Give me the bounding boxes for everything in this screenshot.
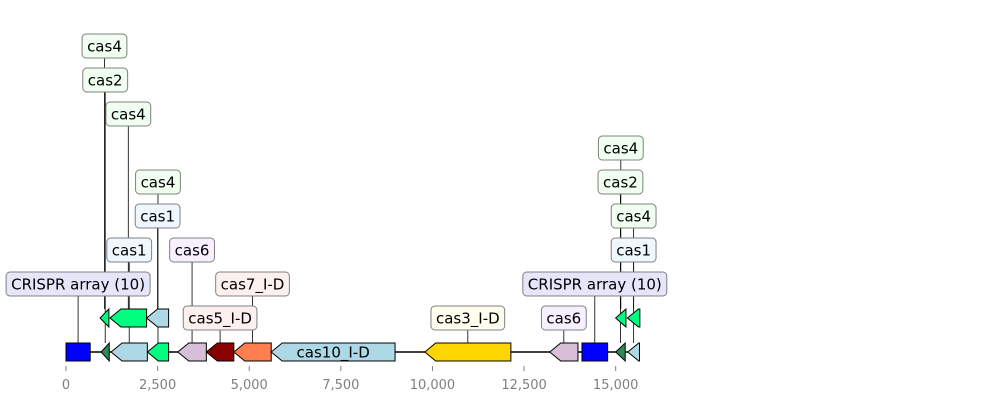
gene-cas1b [145, 308, 170, 328]
gene-label-cas3: cas3_I-D [436, 310, 500, 329]
gene-label-cas1a: cas1 [112, 242, 147, 260]
label-leader-lines [77, 58, 635, 343]
gene-label-cas4d: cas4 [603, 140, 638, 158]
label-box-cas4a [135, 169, 181, 195]
gene-label-cas5: cas5_I-D [188, 310, 252, 329]
label-box-cas4d [597, 135, 644, 161]
gene-label-cas4a: cas4 [141, 174, 176, 192]
gene-cas5 [205, 342, 235, 362]
position-axis: 0 2,500 5,000 7,500 10,000 12,500 15,000 [62, 366, 639, 393]
axis-tick-label-3: 7,500 [322, 378, 359, 393]
label-box-array2 [522, 271, 668, 297]
gene-cas2a [100, 341, 110, 363]
label-box-cas6b [540, 305, 587, 331]
gene-cas4e [626, 308, 641, 328]
axis-tick-label-2: 5,000 [231, 378, 268, 393]
gene-cas10 [270, 342, 396, 362]
gene-label-cas10: cas10_I-D [297, 344, 370, 363]
gene-cas6b [548, 342, 579, 362]
gene-features [65, 307, 641, 363]
label-box-cas1a [106, 237, 153, 263]
gene-cas4b [99, 307, 110, 329]
gene-label-cas2a: cas2 [88, 72, 123, 90]
gene-label-cas1b: cas1 [140, 208, 175, 226]
label-box-cas1b [134, 203, 181, 229]
gene-cas3 [423, 342, 512, 362]
gene-label-cas4b: cas4 [87, 38, 122, 56]
label-box-cas1c [610, 237, 657, 263]
label-box-cas7 [215, 271, 290, 297]
gene-cas2b [614, 341, 626, 363]
axis-tick-label-1: 2,500 [139, 378, 176, 393]
label-box-cas4e [610, 203, 657, 229]
axis-tick-label-0: 0 [62, 378, 70, 393]
gene-cas4d [614, 307, 627, 329]
gene-label-cas2b: cas2 [603, 174, 638, 192]
feature-labels: CRISPR array (10) cas2 cas1 cas4 cas4 cas4 cas… [5, 33, 668, 363]
gene-label-cas6a: cas6 [175, 242, 210, 260]
label-box-cas2b [597, 169, 644, 195]
gene-label-array2: CRISPR array (10) [528, 276, 662, 294]
gene-array1 [65, 342, 91, 362]
gene-label-cas6b: cas6 [546, 310, 581, 328]
gene-label-cas7: cas7_I-D [221, 276, 285, 295]
gene-cas1c [626, 342, 640, 362]
gene-cas6a [176, 342, 207, 362]
gene-cas4a [146, 342, 170, 362]
gene-label-cas4e: cas4 [616, 208, 651, 226]
axis-tick-label-6: 15,000 [593, 378, 639, 393]
label-box-cas3 [430, 305, 506, 331]
gene-cas7 [233, 342, 272, 362]
axis-tick-label-4: 10,000 [410, 378, 456, 393]
gene-label-cas1c: cas1 [616, 242, 651, 260]
gene-array2 [581, 342, 609, 362]
label-box-cas5 [182, 305, 258, 331]
label-box-cas6a [169, 237, 215, 263]
label-box-array1 [5, 271, 151, 297]
gene-label-array1: CRISPR array (10) [11, 276, 145, 294]
label-box-cas4c [105, 101, 152, 127]
axis-tick-label-5: 12,500 [501, 378, 547, 393]
gene-cas1a [110, 342, 148, 362]
gene-cas4c [109, 308, 148, 328]
label-box-cas2a [82, 67, 129, 93]
gene-label-cas4c: cas4 [111, 106, 146, 124]
label-box-cas4b [81, 33, 128, 59]
